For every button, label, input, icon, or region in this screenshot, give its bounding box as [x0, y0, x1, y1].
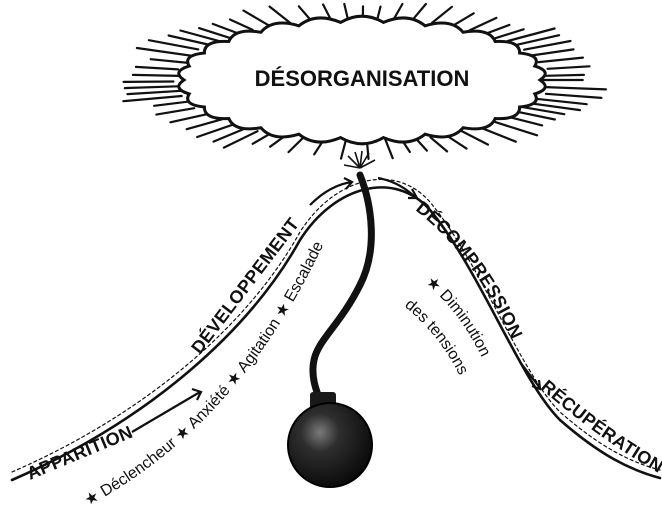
phase-developpement: DÉVELOPPEMENT: [187, 214, 303, 357]
explosion-ray: [523, 107, 564, 114]
explosion-ray: [536, 99, 587, 104]
explosion-ray: [136, 67, 178, 70]
rising-note: Escalade: [281, 239, 327, 305]
explosion-ray: [289, 138, 304, 152]
explosion-ray: [432, 7, 452, 23]
explosion-ray: [230, 20, 253, 30]
arrow-decompression-icon: [520, 362, 540, 389]
explosion-ray: [154, 101, 191, 106]
arrows: [132, 178, 540, 432]
explosion-ray: [519, 112, 555, 119]
explosion-ray: [546, 87, 606, 89]
explosion-ray: [430, 137, 447, 151]
explosion-ray: [170, 114, 208, 123]
explosion-ray: [125, 86, 178, 88]
rising-notes: ★ Déclencheur ★ Anxiété ★ Agitation ★ Es…: [82, 239, 327, 510]
rising-note: Anxiété: [185, 379, 237, 432]
explosion-ray: [344, 4, 348, 19]
phase-recuperation: RÉCUPÉRATION: [537, 376, 662, 477]
explosion-ray: [187, 119, 225, 130]
explosion-ray: [528, 49, 574, 56]
explosion-ray: [123, 96, 181, 101]
explosion-ray: [494, 122, 537, 136]
bomb-body: [288, 403, 372, 487]
explosion-ray: [459, 130, 488, 145]
explosion-ray: [545, 75, 584, 76]
bomb-fuse: [313, 175, 371, 405]
explosion-ray: [151, 59, 189, 63]
diagram-title: DÉSORGANISATION: [255, 66, 470, 91]
explosion-ray: [539, 58, 583, 63]
explosion-ray: [341, 141, 346, 158]
explosion-ray: [270, 7, 292, 24]
explosion-ray: [548, 66, 590, 69]
explosion-ray: [511, 118, 542, 126]
explosion-ray: [156, 108, 194, 114]
explosion-ray: [480, 127, 516, 141]
arrow-peak-left-icon: [310, 178, 352, 205]
explosion-ray: [508, 29, 555, 42]
explosion-ray: [546, 94, 602, 98]
explosion-ray: [137, 48, 192, 56]
spark-icon: [344, 151, 375, 168]
explosion-ray: [127, 91, 183, 94]
explosion-cloud: DÉSORGANISATION: [123, 4, 606, 159]
explosion-ray: [133, 75, 179, 76]
explosion-ray: [470, 18, 497, 30]
explosion-ray: [224, 131, 258, 147]
explosion-ray: [377, 7, 380, 20]
bomb-icon: [288, 151, 375, 487]
